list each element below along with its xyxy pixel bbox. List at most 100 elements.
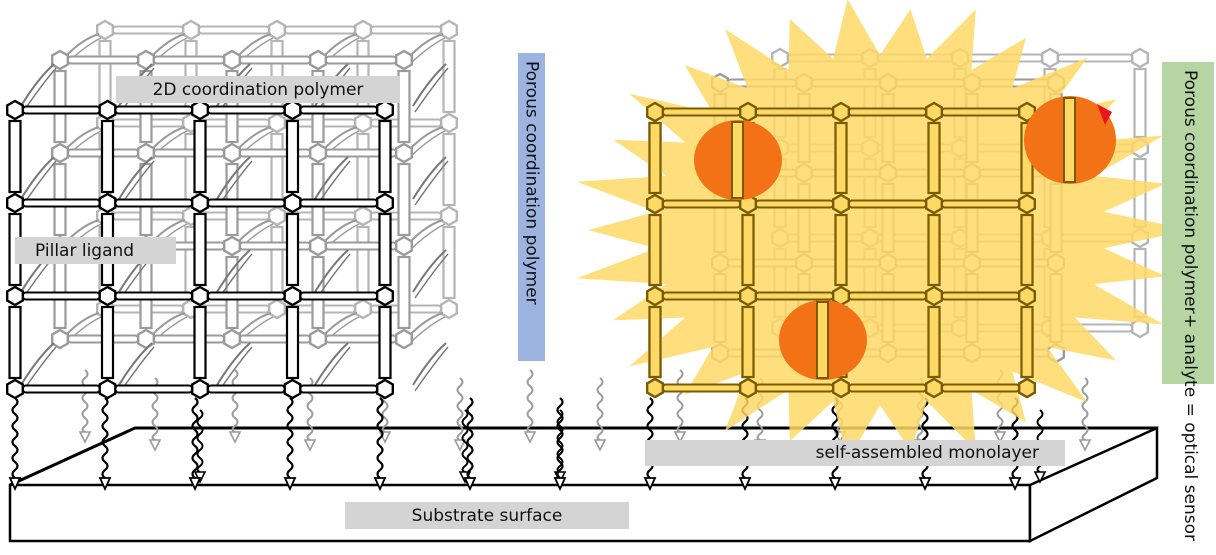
glowing-front-layer-linker — [848, 107, 927, 117]
label-optical-sensor: Porous coordination polymer + analyte = … — [1162, 62, 1214, 541]
back-layer-metal-node — [440, 298, 458, 320]
glowing-front-layer-linker — [662, 107, 741, 117]
middle-layer-metal-node — [395, 235, 413, 257]
front-depth-link — [20, 156, 55, 200]
glowing-front-layer-linker — [941, 383, 1020, 393]
front-depth-link — [22, 346, 57, 392]
mid-depth-link — [323, 126, 358, 150]
mid-depth-link — [323, 312, 358, 336]
sam-anchor-back-tip — [78, 431, 92, 444]
sam-thiol-head — [8, 477, 22, 492]
middle-layer-metal-node — [51, 142, 70, 164]
front-layer-linker — [22, 105, 101, 115]
glowing-front-layer-linker — [662, 199, 741, 209]
middle-layer-metal-node — [222, 235, 242, 257]
mid-depth-link — [151, 126, 186, 150]
sam-thiol-head — [188, 477, 202, 492]
back-layer-metal-node — [440, 112, 458, 134]
sam-thiol-head — [1008, 477, 1022, 492]
sam-thiol-head — [828, 477, 842, 492]
middle-layer-linker — [153, 148, 225, 158]
front-depth-link — [412, 156, 447, 200]
glowing-front-layer-pillar — [741, 213, 755, 287]
front-layer-metal-node — [283, 99, 302, 121]
front-depth-link — [20, 63, 55, 107]
mid-depth-link — [409, 126, 444, 150]
middle-layer-metal-node — [395, 49, 413, 71]
mid-depth-link — [237, 219, 272, 243]
front-layer-metal-node — [98, 99, 117, 121]
middle-layer-pillar — [397, 162, 411, 237]
front-depth-link — [314, 156, 349, 200]
label-self-assembled-monolayer: self-assembled monolayer — [645, 440, 1065, 466]
r-back-layer-pillar — [1133, 247, 1147, 319]
front-layer-pillar — [193, 305, 207, 380]
front-layer-linker — [207, 198, 286, 208]
glowing-front-layer-metal-node — [832, 101, 850, 123]
front-depth-link — [314, 342, 349, 386]
middle-layer-linker — [153, 55, 225, 65]
front-depth-link — [414, 67, 449, 113]
front-layer-linker — [114, 291, 193, 301]
front-depth-link — [216, 249, 251, 293]
glowing-front-layer-linker — [848, 383, 927, 393]
front-layer-linker — [22, 291, 101, 301]
left-framework — [5, 19, 458, 400]
front-layer-metal-node — [190, 378, 210, 400]
front-depth-link — [22, 160, 57, 206]
sam-thiol-head — [283, 477, 297, 492]
sam-thiol-head — [738, 477, 752, 492]
glowing-front-layer-metal-node — [1018, 377, 1037, 399]
middle-layer-linker — [239, 241, 311, 251]
sam-anchor-back — [81, 369, 89, 433]
mid-depth-link — [237, 33, 272, 57]
mid-depth-link — [65, 33, 100, 57]
sam-anchor-back-tip — [673, 431, 687, 444]
sensor-label-line1: Porous coordination polymer — [1180, 70, 1200, 314]
back-layer-pillar — [442, 132, 456, 207]
mid-depth-link — [237, 312, 272, 336]
front-depth-link — [216, 156, 251, 200]
front-layer-metal-node — [283, 192, 302, 214]
back-layer-metal-node — [440, 205, 458, 227]
front-layer-linker — [114, 384, 193, 394]
glowing-front-layer-pillar — [1020, 213, 1034, 287]
glowing-front-layer-linker — [755, 383, 834, 393]
substrate-top-edge — [9, 426, 1157, 487]
monolayer-text: self-assembled monolayer — [815, 443, 1039, 463]
front-layer-linker — [299, 198, 378, 208]
sam-thiol-head — [463, 477, 477, 492]
sam-anchor-back-tip — [1078, 439, 1092, 452]
mid-depth-link — [323, 219, 358, 243]
back-layer-pillar — [270, 225, 284, 300]
glowing-front-layer-pillar — [927, 121, 941, 195]
glowing-front-layer-pillar — [927, 213, 941, 287]
mid-depth-link — [411, 130, 446, 156]
mid-depth-link — [323, 33, 358, 57]
sam-anchor-back — [456, 377, 464, 441]
analyte-accent — [1097, 104, 1112, 125]
sam-thiol-head — [918, 477, 932, 492]
middle-layer-metal-node — [309, 49, 327, 71]
glowing-front-layer-metal-node — [739, 101, 757, 123]
sam-molecule — [286, 397, 294, 482]
glowing-front-layer-metal-node — [646, 101, 664, 123]
glowing-front-layer-metal-node — [1018, 285, 1037, 307]
front-depth-link — [120, 346, 155, 392]
back-layer-metal-node — [268, 298, 286, 320]
sam-molecule — [101, 397, 109, 482]
middle-layer-metal-node — [136, 328, 156, 350]
glowing-front-layer-metal-node — [646, 193, 664, 215]
glowing-front-layer-metal-node — [925, 285, 943, 307]
front-depth-link — [20, 342, 55, 386]
sam-molecule — [466, 397, 474, 482]
sam-molecule — [191, 397, 199, 482]
front-depth-link — [412, 342, 447, 386]
glowing-front-layer-linker — [755, 199, 834, 209]
front-depth-link — [414, 160, 449, 206]
glowing-front-layer-metal-node — [646, 285, 664, 307]
sam-anchor-back-tip — [993, 431, 1007, 444]
r-back-layer-metal-node — [1130, 47, 1150, 69]
sam-anchor-back — [596, 377, 604, 441]
label-substrate-surface: Substrate surface — [345, 502, 629, 529]
